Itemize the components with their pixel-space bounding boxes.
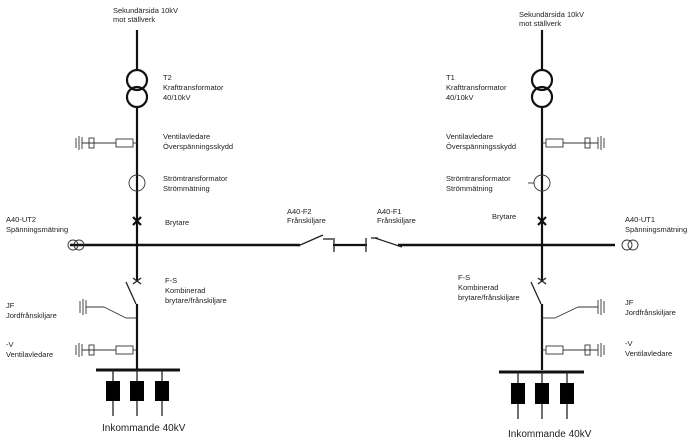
earthing-switch-left-label: JF Jordfrånskiljare — [6, 301, 57, 320]
breaker-left-symbol — [132, 216, 142, 226]
combined-switch-left-label: F-S Kombinerad brytare/frånskiljare — [165, 276, 227, 305]
surge-arrester-upper-right — [542, 136, 605, 150]
earthing-switch-left-symbol — [79, 299, 137, 319]
a40-f2-label: A40-F2 Frånskiljare — [287, 207, 326, 225]
current-transformer-left-label: Strömtransformator Strömmätning — [163, 174, 230, 193]
current-transformer-right-label: Strömtransformator Strömmätning — [446, 174, 513, 193]
combined-switch-left-symbol — [125, 245, 142, 370]
combined-switch-right-symbol — [530, 245, 547, 370]
voltage-transformer-ut1-symbol — [621, 239, 639, 251]
incoming-right-label: Inkommande 40kV — [508, 429, 592, 440]
lower-arrester-right-label: -V Ventilavledare — [625, 339, 672, 358]
surge-arrester-upper-left-label: Ventilavledare Överspänningsskydd — [163, 132, 233, 151]
transformer-t1-label: T1 Krafttransformator 40/10kV — [446, 73, 509, 102]
incoming-left-label: Inkommande 40kV — [102, 423, 186, 434]
right-supply-label: Sekundärsida 10kV mot ställverk — [519, 10, 586, 28]
breaker-right-label: Brytare — [492, 212, 516, 221]
voltage-measurement-ut2-label: A40-UT2 Spänningsmätning — [6, 215, 68, 234]
transformer-t2-label: T2 Krafttransformator 40/10kV — [163, 73, 226, 102]
voltage-measurement-ut1-label: A40-UT1 Spänningsmätning — [625, 215, 687, 234]
bus-coupling — [297, 234, 403, 252]
left-supply-label: Sekundärsida 10kV mot ställverk — [113, 6, 180, 24]
surge-arrester-lower-left — [75, 343, 137, 357]
surge-arrester-upper-right-label: Ventilavledare Överspänningsskydd — [446, 132, 516, 151]
right-feeder — [499, 30, 639, 419]
disconnector-a40-f2-blade — [297, 234, 324, 247]
lower-arrester-left-label: -V Ventilavledare — [6, 340, 53, 359]
current-transformer-left-symbol — [128, 174, 146, 192]
transformer-t1-symbol — [530, 68, 554, 109]
disconnector-a40-f1-blade — [374, 237, 403, 248]
earthing-switch-right-symbol — [542, 299, 605, 319]
current-transformer-right-symbol — [528, 174, 551, 192]
breaker-right-symbol — [537, 216, 547, 226]
surge-arrester-lower-right — [542, 343, 605, 357]
transformer-t2-symbol — [125, 68, 149, 109]
breaker-left-label: Brytare — [165, 218, 189, 227]
earthing-switch-right-label: JF Jordfrånskiljare — [625, 298, 676, 317]
a40-f1-label: A40-F1 Frånskiljare — [377, 207, 416, 225]
left-feeder — [67, 30, 180, 416]
surge-arrester-upper-left — [75, 136, 137, 150]
incoming-cables-right — [499, 370, 584, 419]
voltage-transformer-ut2-symbol — [67, 239, 85, 251]
incoming-cables-left — [96, 368, 180, 416]
combined-switch-right-label: F-S Kombinerad brytare/frånskiljare — [458, 273, 520, 302]
